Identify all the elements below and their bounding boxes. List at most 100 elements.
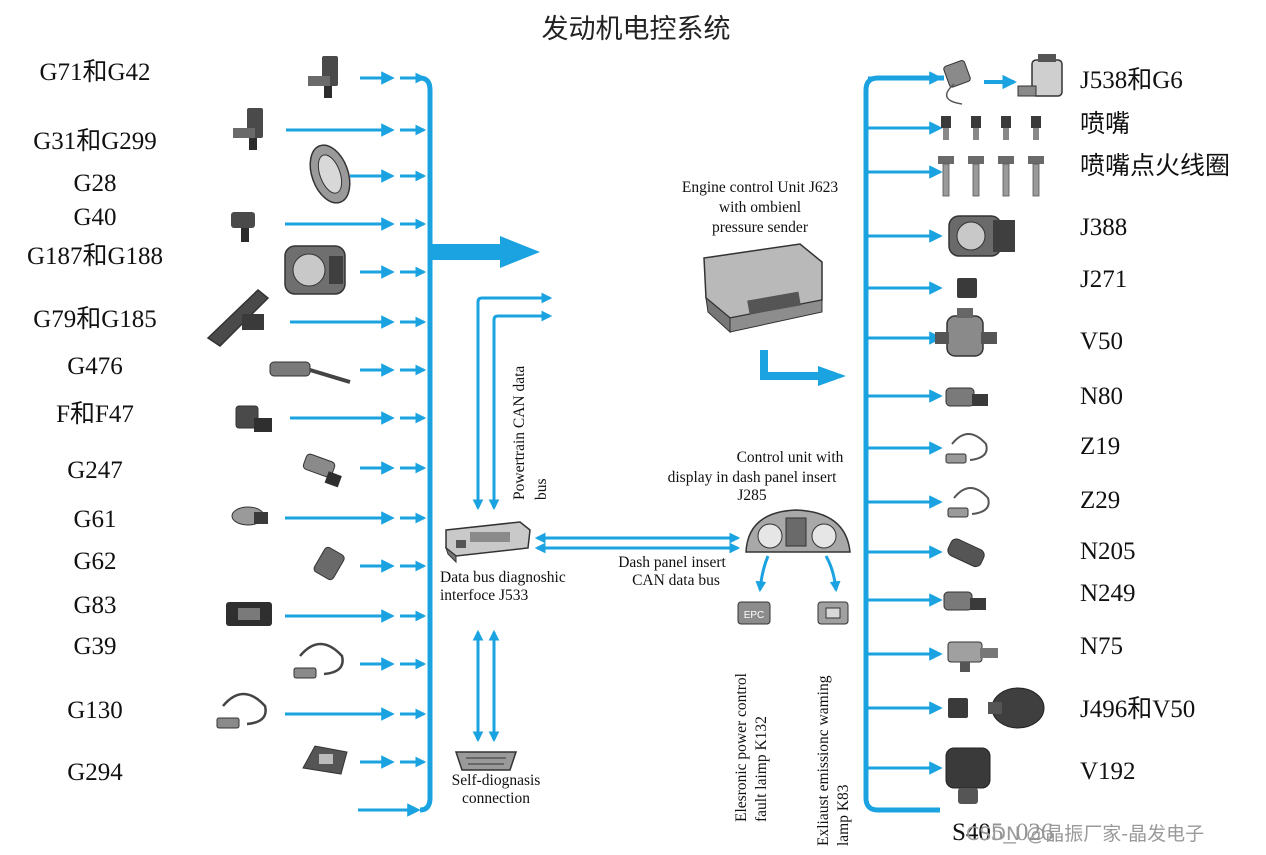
emission-lamp-label-2: lamp K83 — [835, 784, 852, 846]
pressure-sensor-icon — [308, 56, 338, 98]
left-sensor-arrows — [285, 71, 427, 769]
actuator-label: J388 — [1080, 214, 1127, 241]
actuator-label: Z29 — [1080, 487, 1120, 514]
lambda-probe-icon — [293, 642, 344, 679]
sensor-to-ecu-arrow — [432, 236, 540, 268]
powertrain-bus-label-1: Powertrain CAN data — [511, 366, 528, 500]
right-actuator-labels: J538和G6喷嘴喷嘴点火线圈J388J271V50N80Z19Z29N205N… — [1080, 66, 1230, 785]
obd-connector-icon — [454, 751, 518, 771]
dash-unit-label-3: J285 — [737, 487, 767, 504]
fuel-pressure-sensor-icon — [302, 453, 342, 488]
speed-sensor-icon — [309, 144, 351, 204]
fuel-pump-icon — [943, 54, 1063, 105]
dash-panel-icon — [745, 509, 851, 553]
actuator-label: N75 — [1080, 633, 1123, 660]
dash-bus-label-2: CAN data bus — [632, 572, 720, 589]
ecu-label-1: Engine control Unit J623 — [682, 179, 839, 196]
throttle-module-icon — [948, 215, 1015, 257]
diagram-title: 发动机电控系统 — [542, 14, 731, 45]
actuator-label: 喷嘴 — [1080, 110, 1130, 138]
valve-icon — [943, 591, 986, 611]
powertrain-can-line-2 — [488, 310, 553, 511]
pump-icon — [948, 687, 1045, 729]
left-sensor-labels: G71和G42G31和G299G28G40G187和G188G79和G185G4… — [27, 58, 163, 786]
epc-lamp-label-2: fault laimp K132 — [753, 716, 770, 822]
coolant-sensor-icon — [226, 602, 272, 626]
dash-unit-label-1: Control unit with — [737, 449, 844, 466]
left-sensor-bus — [419, 75, 433, 813]
actuator-label: J496和V50 — [1080, 695, 1195, 723]
self-diag-label-1: Self-diognasis — [452, 772, 541, 789]
heater-icon — [945, 433, 988, 464]
actuator-label: 喷嘴点火线圈 — [1080, 152, 1230, 180]
actuator-label: N205 — [1080, 538, 1136, 565]
emission-lamp-icon — [817, 601, 849, 625]
clutch-sensor-icon — [269, 361, 351, 384]
self-diag-label-2: connection — [462, 790, 530, 807]
epc-lamp-label-1: Elesronic power control — [733, 673, 750, 822]
relay-icon — [957, 278, 977, 298]
sensor-label: G187和G188 — [27, 242, 163, 270]
sensor-label: G40 — [73, 204, 116, 231]
epc-badge: EPC — [744, 610, 765, 621]
sensor-label: G476 — [67, 353, 123, 380]
accelerator-pedal-icon — [206, 289, 270, 347]
sensor-label: G130 — [67, 697, 123, 724]
actuator-label: N249 — [1080, 580, 1136, 607]
sensor-label: G39 — [73, 633, 116, 660]
ecu-output-arrow-head — [818, 366, 846, 386]
sensor-label: G79和G185 — [33, 305, 157, 333]
sensor-label: F和F47 — [56, 400, 134, 428]
injector-icon — [941, 116, 1041, 140]
actuator-label: J271 — [1080, 266, 1127, 293]
actuator-label: N80 — [1080, 383, 1123, 410]
brake-servo-sensor-icon — [302, 745, 348, 775]
right-actuator-arrows — [868, 71, 943, 775]
dash-to-epc-arrow — [755, 555, 770, 593]
camshaft-valve-icon — [947, 538, 985, 568]
sensor-label: G61 — [73, 506, 116, 533]
actuator-label: J538和G6 — [1080, 66, 1183, 94]
temperature-sensor-icon — [313, 546, 345, 581]
gateway-label-2: interfoce J533 — [440, 587, 528, 604]
sensor-label: G31和G299 — [33, 127, 157, 155]
sensor-label: G247 — [67, 457, 123, 484]
sensor-label: G83 — [73, 592, 116, 619]
sensor-label: G71和G42 — [39, 58, 150, 86]
gateway-label-1: Data bus diagnoshic — [440, 569, 566, 586]
dash-bus-label-1: Dash panel insert — [618, 554, 726, 571]
ecu-output-arrow-shaft — [760, 350, 820, 380]
ecu-module-icon — [703, 243, 823, 334]
coolant-pump-icon — [935, 308, 997, 357]
pressure-sensor-icon — [233, 108, 263, 150]
sensor-label: G62 — [73, 548, 116, 575]
throttle-body-icon — [284, 245, 346, 295]
emission-lamp-label-1: Exliaust emissionc waming — [815, 675, 832, 846]
gateway-j533-module — [444, 521, 531, 564]
powertrain-can-line-1 — [472, 292, 553, 511]
sensor-label: G28 — [73, 170, 116, 197]
actuator-label: Z19 — [1080, 433, 1120, 460]
watermark-backdrop — [990, 822, 1266, 852]
dash-unit-label-2: display in dash panel insert — [668, 469, 837, 486]
ecu-label-3: pressure sender — [712, 219, 809, 236]
actuator-label: V192 — [1080, 758, 1136, 785]
valve-icon — [945, 387, 988, 407]
dash-to-emission-arrow — [824, 555, 841, 593]
ecu-label-2: with ombienl — [719, 199, 801, 216]
right-actuator-icons — [935, 54, 1063, 804]
powertrain-bus-label-2: bus — [533, 478, 550, 500]
epc-lamp-icon: EPC — [737, 601, 771, 625]
right-actuator-bus — [863, 75, 944, 813]
ignition-coil-icon — [938, 156, 1044, 197]
knock-sensor-icon — [231, 506, 268, 526]
vacuum-pump-icon — [945, 747, 991, 804]
heater-icon — [947, 487, 990, 518]
sensor-label: G294 — [67, 759, 123, 786]
left-sensor-icons — [206, 56, 351, 775]
brake-switch-icon — [235, 405, 272, 432]
hall-sensor-icon — [231, 212, 255, 242]
boost-valve-icon — [947, 641, 998, 672]
